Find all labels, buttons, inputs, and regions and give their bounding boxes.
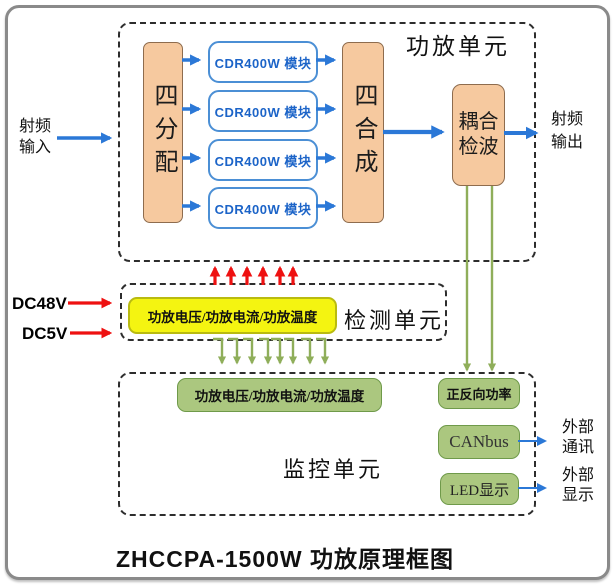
canbus-label: CANbus xyxy=(449,432,509,451)
amplifier-unit-box xyxy=(118,22,536,262)
dc5v-label: DC5V xyxy=(22,324,68,343)
monitoring-sensor-box: 功放电压/功放电流/功放温度 xyxy=(177,378,382,412)
monitoring-sensor-label: 功放电压/功放电流/功放温度 xyxy=(194,389,365,404)
fwd-rev-power-box: 正反向功率 xyxy=(438,378,520,409)
led-display-box: LED显示 xyxy=(440,473,519,505)
splitter-label: 四分配 xyxy=(150,83,176,182)
cdr-module-3: CDR400W 模块 xyxy=(208,139,318,181)
detection-unit-label: 检测单元 xyxy=(344,308,445,333)
fwd-rev-power-label: 正反向功率 xyxy=(446,387,512,402)
led-display-label: LED显示 xyxy=(449,482,510,499)
monitoring-unit-label: 监控单元 xyxy=(283,457,384,482)
combiner-box: 四合成 xyxy=(342,42,384,223)
canbus-box: CANbus xyxy=(438,425,520,459)
cdr-module-1-label: CDR400W 模块 xyxy=(214,55,312,71)
detection-unit-box xyxy=(120,283,447,341)
cdr-module-4-label: CDR400W 模块 xyxy=(214,201,312,217)
rf-input-label: 射频输入 xyxy=(18,118,51,156)
coupler-box: 耦合检波 xyxy=(452,84,505,186)
external-comm-label: 外部通讯 xyxy=(561,419,594,456)
coupler-label: 耦合检波 xyxy=(458,111,499,158)
cdr-module-2: CDR400W 模块 xyxy=(208,90,318,132)
cdr-module-1: CDR400W 模块 xyxy=(208,41,318,83)
amplifier-unit-label: 功放单元 xyxy=(406,34,510,59)
rf-output-label: 射频输出 xyxy=(550,111,583,151)
external-display-label: 外部显示 xyxy=(561,467,594,504)
dc48v-label: DC48V xyxy=(12,294,67,313)
cdr-module-4: CDR400W 模块 xyxy=(208,187,318,229)
splitter-box: 四分配 xyxy=(143,42,183,223)
cdr-module-3-label: CDR400W 模块 xyxy=(214,153,312,169)
combiner-label: 四合成 xyxy=(350,83,376,182)
detection-sensor-box: 功放电压/功放电流/功放温度 xyxy=(128,297,337,334)
detection-sensor-label: 功放电压/功放电流/功放温度 xyxy=(147,309,318,325)
diagram-title: ZHCCPA-1500W 功放原理框图 xyxy=(115,546,455,572)
cdr-module-2-label: CDR400W 模块 xyxy=(214,104,312,120)
monitoring-unit-box xyxy=(118,372,536,516)
